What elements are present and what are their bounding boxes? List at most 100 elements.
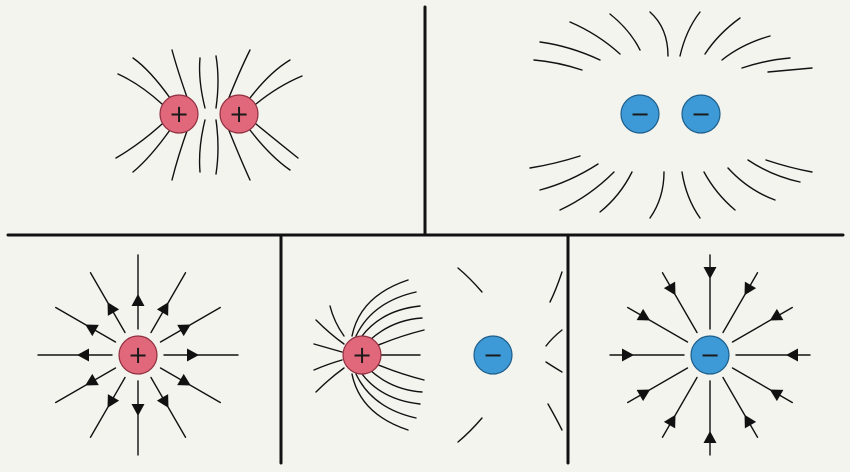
charge-circle [681, 94, 721, 134]
field-arrow [107, 302, 120, 316]
field-line [549, 271, 563, 303]
field-line [547, 403, 563, 431]
panel-single-negative-charge: − [609, 254, 811, 456]
plus-sign: + [169, 100, 189, 128]
minus-sign: − [483, 341, 503, 369]
field-line [545, 329, 563, 347]
field-line [198, 119, 206, 173]
charge-circle [219, 94, 259, 134]
field-line [721, 35, 771, 61]
charge-circle [620, 94, 660, 134]
field-line [539, 41, 601, 61]
field-line [361, 373, 421, 405]
field-line [375, 329, 425, 347]
field-line [627, 306, 689, 343]
field-arrow [131, 294, 145, 306]
field-line [329, 305, 345, 337]
field-line [171, 127, 189, 181]
field-arrow [703, 267, 717, 279]
panel-two-negative-charges: −− [529, 11, 813, 219]
field-line [255, 123, 299, 159]
field-line [315, 319, 345, 345]
field-arrow [786, 348, 798, 362]
panel-dividers [6, 5, 845, 465]
field-arrow [177, 373, 191, 386]
field-line [132, 129, 171, 173]
field-line [765, 159, 813, 173]
field-line [747, 159, 801, 183]
charge-circle [473, 335, 513, 375]
panel-positive-negative-dipole: +− [313, 267, 563, 443]
field-line [681, 171, 701, 219]
field-arrow [131, 404, 145, 416]
field-arrow [77, 348, 89, 362]
field-line [727, 167, 776, 201]
field-line [533, 59, 583, 71]
field-line [599, 171, 633, 213]
field-line [545, 361, 563, 373]
field-line [315, 367, 345, 393]
field-arrow [769, 389, 784, 402]
field-line [529, 155, 581, 169]
negative-charge: − [690, 335, 730, 375]
field-arrow [156, 302, 169, 316]
field-line [132, 57, 171, 99]
field-arrow [663, 414, 676, 429]
field-arrow [744, 281, 757, 296]
field-line [115, 123, 163, 159]
field-line [369, 369, 423, 393]
field-line [198, 57, 206, 109]
field-line [249, 129, 291, 171]
minus-sign: − [700, 341, 720, 369]
field-line [741, 57, 791, 69]
field-line [661, 376, 698, 438]
field-line [569, 21, 621, 55]
panel-single-positive-charge: + [37, 254, 239, 456]
field-line [215, 55, 219, 109]
positive-charge: + [118, 335, 158, 375]
field-line [171, 49, 189, 101]
charge-circle [159, 94, 199, 134]
field-line [661, 272, 698, 334]
field-line [627, 367, 689, 404]
field-line [457, 267, 483, 293]
field-arrow [85, 373, 99, 386]
negative-charge: − [681, 94, 721, 134]
field-line [767, 67, 813, 73]
field-arrow [622, 348, 634, 362]
positive-charge: + [342, 335, 382, 375]
charge-circle [342, 335, 382, 375]
field-line [313, 359, 343, 371]
field-line [722, 272, 759, 334]
positive-charge: + [219, 94, 259, 134]
field-line [355, 291, 417, 337]
field-line [731, 306, 793, 343]
plus-sign: + [229, 100, 249, 128]
field-line [351, 279, 409, 337]
field-arrow [107, 394, 120, 408]
field-line [249, 59, 291, 99]
field-line [703, 171, 736, 211]
negative-charge: − [473, 335, 513, 375]
field-line [355, 373, 417, 419]
field-line [117, 73, 163, 105]
minus-sign: − [691, 100, 711, 128]
field-line [351, 373, 409, 431]
charge-circle [118, 335, 158, 375]
field-line [704, 17, 741, 55]
positive-charge: + [159, 94, 199, 134]
plus-sign: + [128, 341, 148, 369]
field-line [457, 417, 483, 443]
field-arrow [663, 281, 676, 296]
field-line [679, 11, 701, 57]
field-arrow [703, 431, 717, 443]
field-line [215, 119, 219, 175]
field-line [722, 376, 759, 438]
field-line [649, 11, 669, 57]
field-line [649, 171, 665, 219]
field-line [255, 75, 303, 105]
field-arrow [769, 308, 784, 321]
field-line [539, 163, 599, 191]
field-line [609, 13, 641, 51]
